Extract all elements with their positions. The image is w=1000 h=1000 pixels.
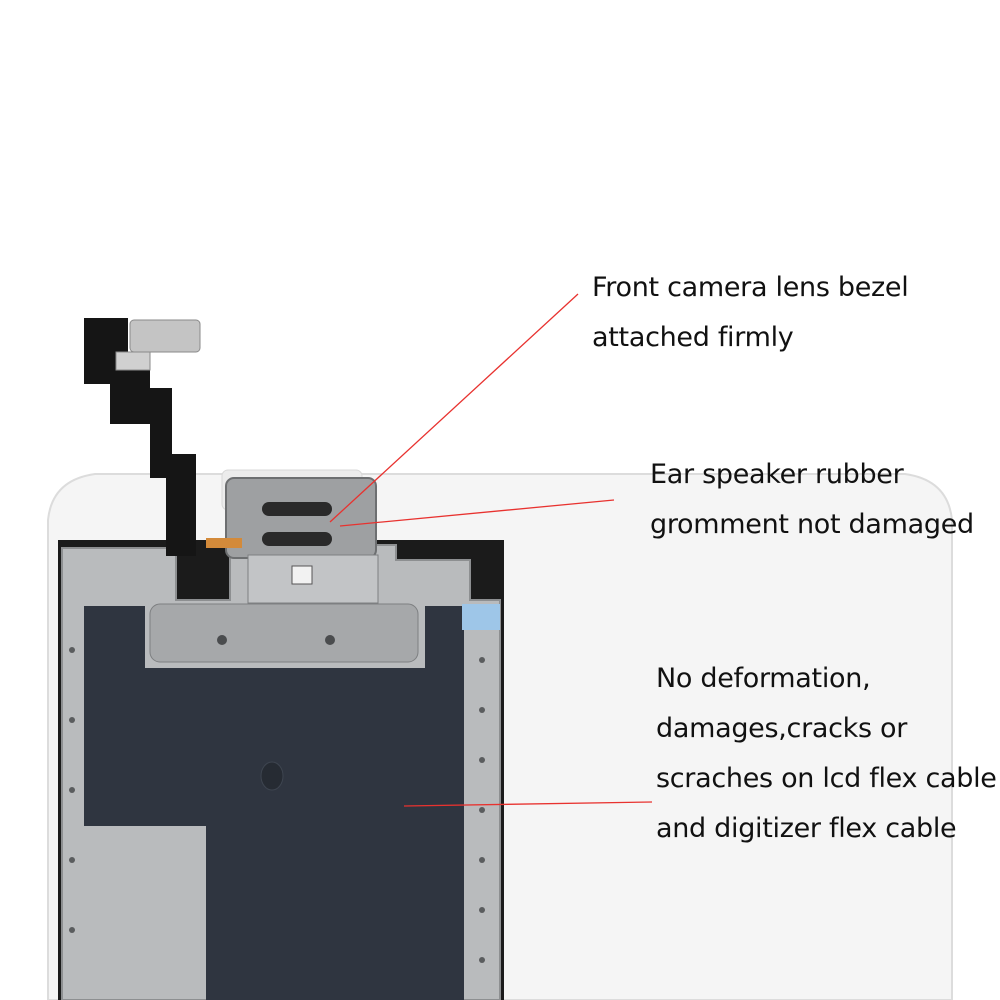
flex-connector-plate xyxy=(129,319,201,353)
annotation-flex-line-3: scraches on lcd flex cable xyxy=(656,763,997,794)
annotation-flex-line-2: damages,cracks or xyxy=(656,713,908,744)
flex-small-clip xyxy=(115,351,151,371)
sheet-round-mark xyxy=(260,761,284,791)
annotation-camera-line-2: attached firmly xyxy=(592,322,794,353)
lcd-backing-sheet xyxy=(84,606,464,1000)
shield-rail-holes xyxy=(479,657,485,963)
ear-speaker-grille-icon xyxy=(262,502,332,546)
blue-protective-film xyxy=(462,604,500,630)
annotation-speaker-line-2: gromment not damaged xyxy=(650,509,974,540)
ear-speaker-body xyxy=(247,554,379,604)
shield-left-holes xyxy=(69,647,75,933)
leader-line-flex xyxy=(403,801,653,807)
backing-metal-tab xyxy=(149,603,419,663)
leader-line-camera xyxy=(329,293,579,523)
qr-label-icon xyxy=(291,565,313,585)
annotation-speaker-line-1: Ear speaker rubber xyxy=(650,459,904,490)
annotation-flex-cable: No deformation, damages,cracks or scrach… xyxy=(656,654,997,854)
flex-gold-contact xyxy=(206,538,242,548)
front-camera-flex-cable xyxy=(84,318,196,556)
annotation-flex-line-4: and digitizer flex cable xyxy=(656,813,957,844)
leader-line-speaker xyxy=(339,499,615,527)
annotation-ear-speaker: Ear speaker rubber gromment not damaged xyxy=(650,450,974,550)
annotation-flex-line-1: No deformation, xyxy=(656,663,871,694)
annotation-camera-line-1: Front camera lens bezel xyxy=(592,272,909,303)
tab-screw-left xyxy=(217,635,227,645)
annotation-camera-bezel: Front camera lens bezel attached firmly xyxy=(592,263,909,363)
tab-screw-right xyxy=(325,635,335,645)
